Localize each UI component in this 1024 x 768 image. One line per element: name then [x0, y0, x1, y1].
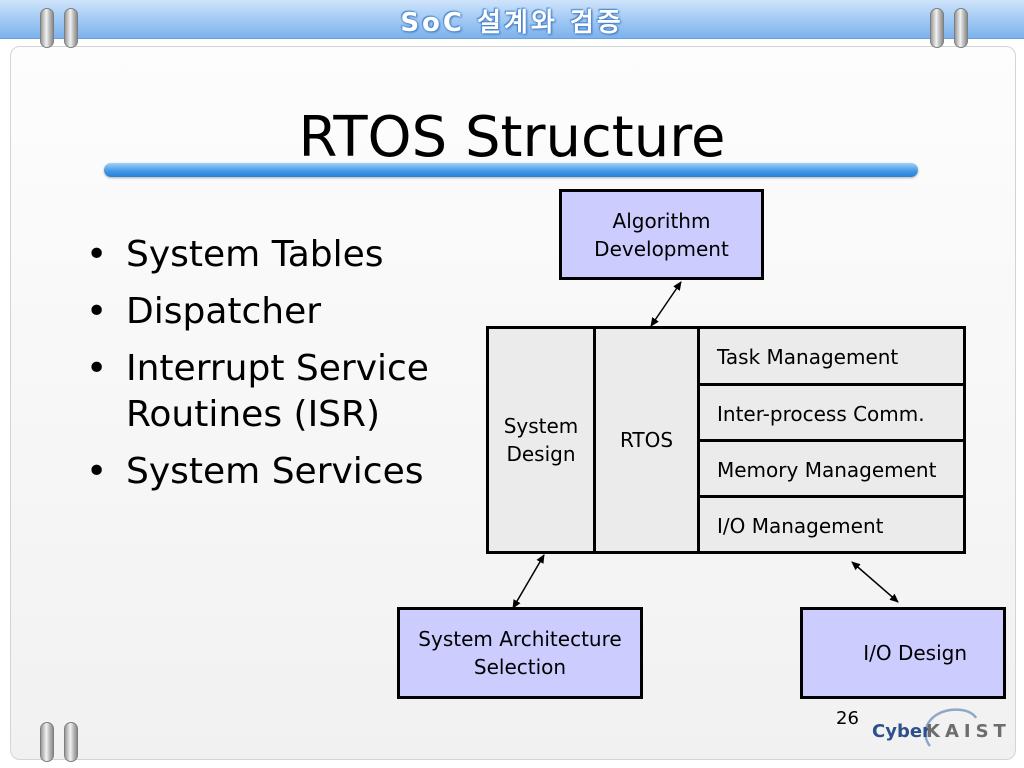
binder-ring-icon: [64, 8, 78, 48]
title-underline-bar: [104, 163, 918, 177]
binder-ring-icon: [64, 722, 78, 762]
algorithm-line2: Development: [594, 236, 729, 261]
bullet-item: System Services: [84, 449, 464, 495]
banner-text: SoC 설계와 검증: [400, 8, 624, 38]
arrow-design-architecture: [512, 554, 545, 609]
arch-line1: System Architecture: [418, 627, 622, 651]
system-architecture-box: System Architecture Selection: [397, 607, 643, 699]
component-io-management: I/O Management: [697, 495, 966, 554]
top-banner: SoC 설계와 검증: [0, 0, 1024, 39]
component-inter-process-comm: Inter-process Comm.: [697, 383, 966, 442]
bullet-list: System Tables Dispatcher Interrupt Servi…: [84, 232, 464, 506]
slide-title: RTOS Structure: [298, 105, 726, 170]
component-label: Inter-process Comm.: [717, 402, 925, 426]
cyber-kaist-logo: Cyber KAIST: [870, 706, 1020, 750]
binder-ring-icon: [40, 722, 54, 762]
system-design-line2: Design: [506, 442, 576, 466]
algorithm-development-box: Algorithm Development: [559, 189, 764, 280]
arrow-algorithm-rtos: [650, 281, 682, 327]
logo-kaist-text: KAIST: [926, 721, 1011, 742]
rtos-box: RTOS: [593, 326, 700, 554]
algorithm-line1: Algorithm: [612, 208, 711, 233]
arch-line2: Selection: [473, 655, 567, 679]
binder-ring-icon: [40, 8, 54, 48]
binder-ring-icon: [930, 8, 944, 48]
logo-cyber-text: Cyber: [872, 721, 931, 742]
bullet-item: Interrupt Service Routines (ISR): [84, 346, 464, 438]
bullet-item: System Tables: [84, 232, 464, 278]
component-label: Memory Management: [717, 458, 937, 482]
component-memory-management: Memory Management: [697, 439, 966, 498]
arrow-io-design: [851, 561, 899, 603]
io-design-box: I/O Design: [800, 607, 1006, 699]
component-label: Task Management: [717, 345, 899, 369]
rtos-label: RTOS: [619, 428, 674, 452]
page-number: 26: [836, 708, 859, 729]
component-task-management: Task Management: [697, 326, 966, 386]
binder-ring-icon: [954, 8, 968, 48]
logo-swoosh-icon: [924, 708, 978, 747]
system-design-line1: System: [503, 414, 579, 438]
system-design-box: System Design: [486, 326, 596, 554]
bullet-item: Dispatcher: [84, 289, 464, 335]
component-label: I/O Management: [717, 514, 884, 538]
io-design-label: I/O Design: [863, 641, 967, 665]
